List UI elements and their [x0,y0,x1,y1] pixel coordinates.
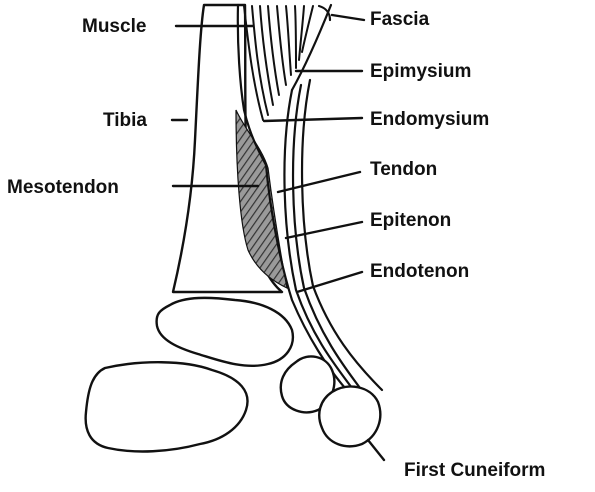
label-endomysium: Endomysium [370,109,489,130]
leader-tendon [276,170,362,194]
label-epitenon: Epitenon [370,210,451,231]
label-endotenon: Endotenon [370,261,469,282]
talus-bone [155,296,295,368]
fascia-curl [317,4,332,22]
leader-endomysium [262,116,364,123]
leader-epitenon [284,220,364,240]
label-mesotendon: Mesotendon [7,177,119,198]
calcaneus-bone [84,361,249,453]
labels: Muscle Fascia Epimysium Tibia Endomysium… [7,9,545,481]
label-muscle: Muscle [82,16,146,37]
muscle-belly [236,3,268,167]
label-tendon: Tendon [370,159,437,180]
label-epimysium: Epimysium [370,61,471,82]
leader-first-cuneiform [366,438,386,462]
label-fascia: Fascia [370,9,430,30]
navicular-bone [279,355,336,414]
leader-lines [170,13,386,462]
muscle-fibers [243,5,314,121]
first-cuneiform-bone [318,385,382,448]
leader-fascia [330,13,366,22]
mesotendon-region [235,109,288,290]
label-tibia: Tibia [103,110,147,131]
fascia-outer-upper [290,3,333,92]
leader-endotenon [295,270,364,294]
label-first-cuneiform: First Cuneiform [404,460,545,481]
